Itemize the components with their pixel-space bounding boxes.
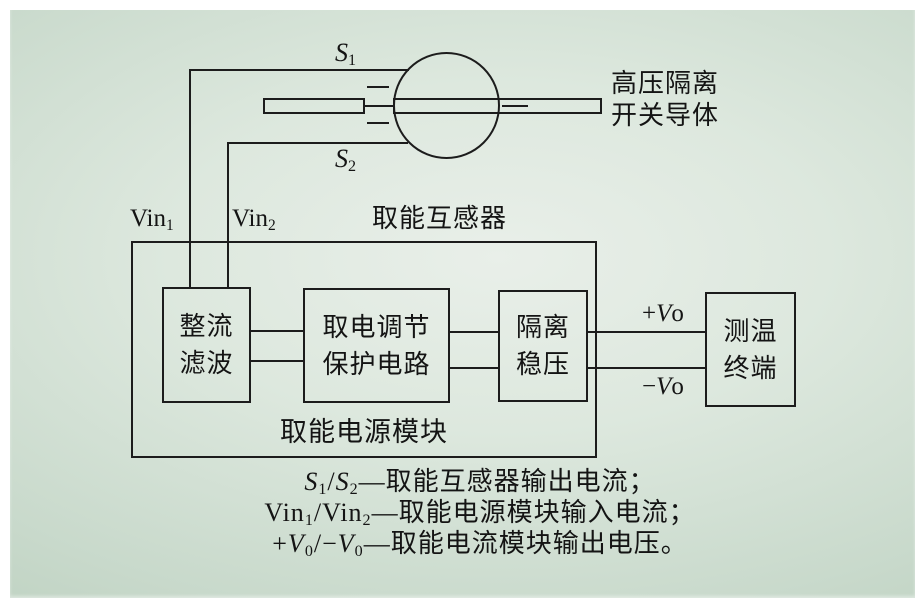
connector-rectifier-regulator-top [251,330,303,332]
label-vin1: Vin1 [130,205,174,234]
wire-s2-vertical [227,142,229,288]
label-hv-conductor: 高压隔离 开关导体 [611,69,720,130]
winding-tick-upper [367,86,389,88]
wire-s2-horizontal [227,142,408,144]
label-ct-name: 取能互感器 [372,204,508,233]
power-module-outline [131,241,597,458]
label-s2: S2 [335,144,357,176]
block-temperature-terminal: 测温 终端 [705,292,796,407]
label-s1: S1 [335,38,357,70]
legend-line-vo: +V0/−V0—取能电流模块输出电压。 [272,529,688,561]
block-regulation-protection: 取电调节 保护电路 [303,288,450,403]
label-power-module-name: 取能电源模块 [280,417,448,447]
label-output-minus-vo: −Vo [642,373,684,400]
winding-tick-lower [367,122,389,124]
legend-line-s: S1/S2—取能互感器输出电流； [304,467,656,499]
block-temperature-terminal-label: 测温 终端 [723,316,778,383]
winding-tick-middle [365,105,393,107]
label-output-plus-vo: +Vo [642,300,684,327]
connector-rectifier-regulator-bottom [251,360,303,362]
output-line-plus [588,331,705,333]
block-rectifier-filter: 整流 滤波 [162,287,251,403]
connector-regulator-isolator-bottom [450,367,498,369]
winding-tick-right [502,105,528,107]
output-line-minus [588,367,705,369]
block-regulation-protection-label: 取电调节 保护电路 [322,312,431,379]
wire-s1-horizontal [189,69,409,71]
legend: S1/S2—取能互感器输出电流； Vin1/Vin2—取能电源模块输入电流； +… [140,466,820,561]
legend-line-vin: Vin1/Vin2—取能电源模块输入电流； [264,498,696,530]
wire-s1-vertical [189,69,191,288]
block-isolation-regulator-label: 隔离 稳压 [515,313,570,379]
conductor-bar-left [263,98,365,114]
connector-regulator-isolator-top [450,331,498,333]
ct-core-circle-icon [393,52,500,159]
block-isolation-regulator: 隔离 稳压 [498,290,588,402]
block-rectifier-filter-label: 整流 滤波 [179,312,234,378]
label-vin2: Vin2 [232,205,276,234]
